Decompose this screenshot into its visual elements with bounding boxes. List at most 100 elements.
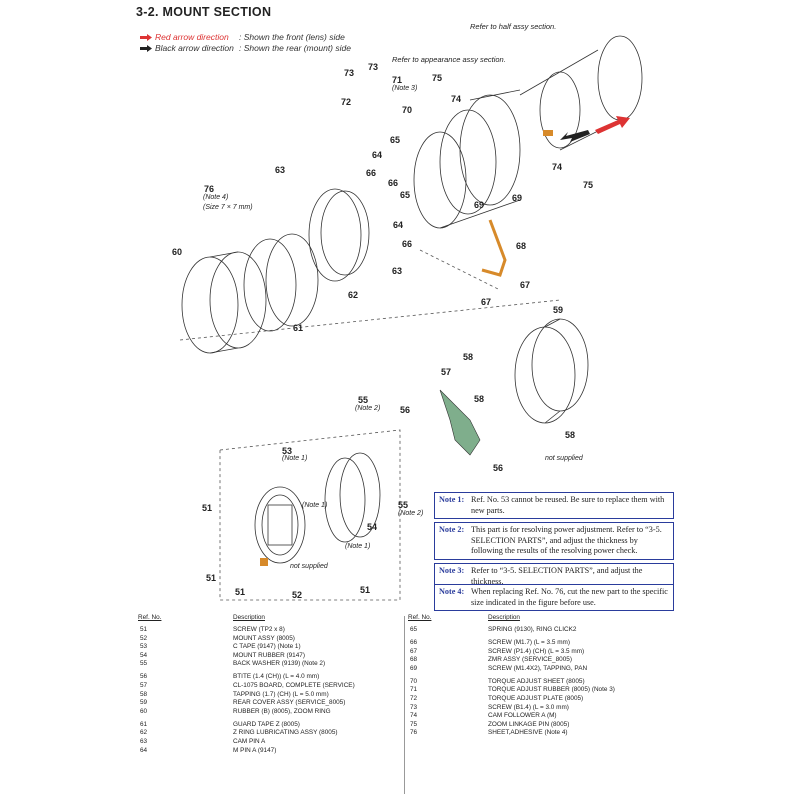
zoom-rubber-ring — [181, 251, 267, 354]
table-desc: C TAPE (9147) (Note 1) — [233, 643, 301, 651]
table-desc: TORQUE ADJUST SHEET (8005) — [488, 677, 585, 685]
table-desc: ZMR ASSY (SERVICE_8005) — [488, 656, 572, 664]
ref-number-label: 65 — [400, 190, 411, 200]
note-label: Note 1: — [439, 495, 465, 504]
ref-number-label: 74 — [451, 94, 462, 104]
rear-cover — [514, 318, 589, 424]
ref-number-label: 66 — [388, 178, 399, 188]
table-desc: REAR COVER ASSY (SERVICE_8005) — [233, 699, 346, 707]
callout-note3: (Note 3) — [392, 85, 418, 92]
table-ref: 73 — [410, 703, 418, 711]
table-desc: BTITE (1.4 (CH)) (L = 4.0 mm) — [233, 673, 320, 681]
table-desc: SCREW (TP2 x 8) — [233, 626, 285, 633]
ref-number-label: 71 — [392, 75, 403, 85]
red-arrow-icon — [140, 34, 152, 42]
table-ref: 53 — [140, 643, 148, 651]
table-ref: 65 — [410, 626, 418, 633]
ref-number-label: 75 — [583, 180, 594, 190]
table-divider — [404, 616, 405, 794]
callout-not-supplied: not supplied — [545, 455, 583, 462]
table-desc: CL-1075 BOARD, COMPLETE (SERVICE) — [233, 682, 355, 689]
desc-header: Description — [233, 614, 265, 621]
legend-row-front: Red arrow direction: Shown the front (le… — [140, 32, 345, 42]
ref-number-label: 67 — [481, 297, 492, 307]
ref-number-label: 76 — [204, 184, 215, 194]
mount-assy — [254, 486, 306, 564]
table-desc: TORQUE ADJUST PLATE (8005) — [488, 695, 584, 702]
table-desc: ZOOM LINKAGE PIN (8005) — [488, 720, 570, 728]
legend-text: : Shown the front (lens) side — [239, 32, 345, 42]
callout-half-assy: Refer to half assy section. — [470, 22, 557, 31]
table-ref: 68 — [410, 656, 418, 664]
black-arrow-icon — [140, 45, 152, 53]
c-tape — [324, 457, 366, 543]
table-ref: 63 — [140, 738, 148, 745]
red-direction-arrow — [595, 116, 630, 134]
table-ref: 52 — [140, 634, 148, 642]
guard-tape-ring — [243, 233, 319, 332]
table-ref: 69 — [410, 664, 418, 672]
table-desc: SCREW (M1.4X2), TAPPING, PAN — [488, 664, 588, 672]
contact-part-mount — [260, 558, 268, 566]
table-ref: 70 — [410, 677, 418, 685]
ref-number-label: 72 — [341, 97, 352, 107]
note-text: When replacing Ref. No. 76, cut the new … — [471, 587, 668, 607]
table-ref: 72 — [410, 695, 418, 702]
table-ref: 55 — [140, 660, 148, 668]
ref-number-label: 52 — [292, 590, 303, 600]
desc-header: Description — [488, 614, 520, 621]
page-title: 3-2. MOUNT SECTION — [136, 5, 272, 19]
ref-number-label: 64 — [372, 150, 383, 160]
ref-number-label: 75 — [432, 73, 443, 83]
table-ref: 71 — [410, 686, 418, 694]
ref-number-label: 56 — [400, 405, 411, 415]
note-label: Note 2: — [439, 525, 465, 534]
table-ref: 64 — [140, 746, 148, 754]
ref-number-label: 58 — [565, 430, 576, 440]
ref-number-label: 51 — [206, 573, 217, 583]
table-ref: 67 — [410, 647, 418, 655]
table-ref: 59 — [140, 699, 148, 707]
legend-text: : Shown the rear (mount) side — [239, 43, 351, 53]
board-cl1075 — [439, 389, 481, 456]
ref-number-label: 73 — [368, 62, 379, 72]
table-desc: TORQUE ADJUST RUBBER (8005) (Note 3) — [488, 686, 615, 694]
ref-number-label: 59 — [553, 305, 564, 315]
mount-rubber — [339, 452, 381, 538]
table-desc: Z RING LUBRICATING ASSY (8005) — [233, 729, 338, 737]
callout-size: (Size 7 × 7 mm) — [203, 204, 253, 211]
ref-number-label: 54 — [367, 522, 378, 532]
table-desc: TAPPING (1.7) (CH) (L = 5.0 mm) — [233, 690, 329, 698]
ref-number-label: 64 — [393, 220, 404, 230]
ref-number-label: 62 — [348, 290, 359, 300]
note-box-4: Note 4:When replacing Ref. No. 76, cut t… — [434, 584, 674, 611]
table-ref: 61 — [140, 720, 148, 728]
ref-number-label: 69 — [512, 193, 523, 203]
ref-header: Ref. No. — [408, 614, 432, 621]
callout-not-supplied: not supplied — [290, 563, 328, 570]
table-desc: SHEET,ADHESIVE (Note 4) — [488, 729, 568, 737]
ref-number-label: 56 — [493, 463, 504, 473]
table-desc: SCREW (B1.4) (L = 3.0 mm) — [488, 703, 569, 711]
ref-number-label: 57 — [441, 367, 452, 377]
table-desc: SPRING (9130), RING CLICK2 — [488, 626, 577, 633]
table-ref: 51 — [140, 626, 148, 633]
ref-number-label: 55 — [398, 500, 409, 510]
table-desc: CAM PIN A — [233, 738, 266, 745]
ref-number-label: 66 — [402, 239, 413, 249]
callout-note4: (Note 4) — [203, 194, 229, 201]
note-text: Refer to “3-5. SELECTION PARTS”, and adj… — [471, 566, 643, 586]
ref-number-label: 51 — [235, 587, 246, 597]
table-ref: 74 — [410, 712, 418, 720]
ref-number-label: 63 — [275, 165, 286, 175]
ref-number-label: 55 — [358, 395, 369, 405]
note-text: This part is for resolving power adjustm… — [471, 525, 662, 555]
table-desc: BACK WASHER (9139) (Note 2) — [233, 660, 326, 668]
lens-barrel-assembly — [413, 35, 643, 229]
ref-number-label: 74 — [552, 162, 563, 172]
black-direction-arrow — [560, 130, 590, 142]
ref-number-label: 51 — [360, 585, 371, 595]
contact-part — [543, 130, 553, 136]
table-ref: 66 — [410, 639, 418, 646]
